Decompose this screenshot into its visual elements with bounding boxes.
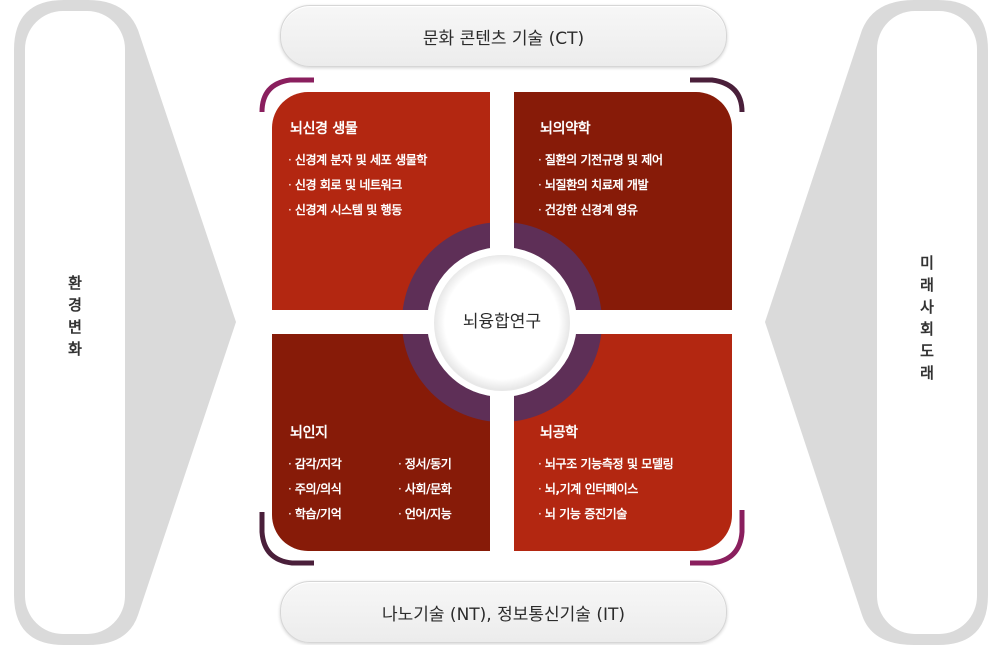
- quadrant-title: 뇌의약학: [540, 121, 591, 137]
- top-technology-bar: 문화 콘텐츠 기술 (CT): [280, 5, 727, 67]
- quadrant-title: 뇌인지: [290, 425, 328, 441]
- list-item: 신경계 분자 및 세포 생물학: [288, 148, 428, 173]
- list-item: 뇌,기계 인터페이스: [538, 477, 673, 502]
- list-item: 신경계 시스템 및 행동: [288, 198, 427, 223]
- quadrant-list: 질환의 기전규명 및 제어 뇌질환의 치료제 개발 건강한 신경계 영유: [538, 148, 663, 223]
- arc-top-right: [690, 77, 745, 113]
- quadrant-list-col1: 감각/지각 주의/의식 학습/기억: [288, 452, 342, 527]
- quadrant-list: 신경계 분자 및 세포 생물학 신경 회로 및 네트워크 신경계 시스템 및 행…: [288, 148, 428, 223]
- right-panel-inner: [877, 11, 977, 634]
- left-panel-inner: [25, 11, 125, 634]
- quadrant-title: 뇌신경 생물: [290, 121, 358, 137]
- arc-top-left: [259, 77, 314, 113]
- bottom-technology-bar: 나노기술 (NT), 정보통신기술 (IT): [280, 581, 727, 643]
- list-item: 언어/지능: [398, 502, 452, 527]
- list-item: 감각/지각: [288, 452, 342, 477]
- list-item: 뇌 기능 증진기술: [538, 502, 673, 527]
- list-item: 학습/기억: [288, 502, 342, 527]
- list-item: 건강한 신경계 영유: [538, 198, 663, 223]
- list-item: 뇌구조 기능측정 및 모델링: [538, 452, 674, 477]
- top-bar-label: 문화 콘텐츠 기술 (CT): [422, 28, 585, 49]
- left-panel-label: 환 경 변 화: [68, 274, 82, 358]
- list-item: 주의/의식: [288, 477, 342, 502]
- list-item: 정서/동기: [398, 452, 452, 477]
- center-label: 뇌융합연구: [462, 312, 542, 332]
- list-item: 질환의 기전규명 및 제어: [538, 148, 663, 173]
- center-circle: [435, 255, 569, 389]
- quadrant-list-col2: 정서/동기 사회/문화 언어/지능: [398, 452, 452, 527]
- list-item: 사회/문화: [398, 477, 452, 502]
- quadrant-list: 뇌구조 기능측정 및 모델링 뇌,기계 인터페이스 뇌 기능 증진기술: [538, 452, 674, 527]
- quadrant-title: 뇌공학: [540, 425, 578, 441]
- right-panel-label: 미 래 사 회 도 래: [920, 254, 934, 382]
- list-item: 뇌질환의 치료제 개발: [538, 173, 663, 198]
- list-item: 신경 회로 및 네트워크: [288, 173, 427, 198]
- arc-bottom-right: [690, 510, 745, 566]
- arc-bottom-left: [259, 512, 314, 566]
- bottom-bar-label: 나노기술 (NT), 정보통신기술 (IT): [381, 604, 626, 625]
- center-ring: [392, 212, 612, 432]
